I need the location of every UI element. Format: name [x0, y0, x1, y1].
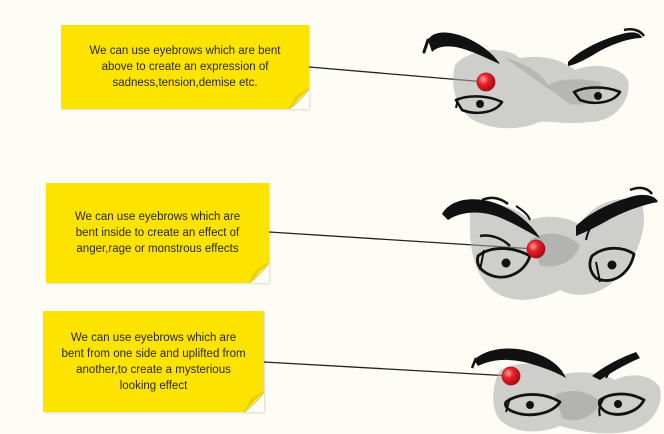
sketch-mysterious-eyes	[470, 348, 661, 434]
right-eyebrow-sad	[568, 32, 642, 66]
sketch-sad-eyes	[422, 28, 646, 129]
left-eye-sad	[454, 95, 504, 115]
shade-sad	[453, 49, 629, 129]
note-text-angry: We can use eyebrows which are bent insid…	[74, 211, 241, 255]
left-eyebrow-sad	[428, 32, 500, 64]
sticky-note-sad: We can use eyebrows which are bent above…	[61, 25, 309, 109]
marker-dot-1	[476, 72, 496, 92]
sticky-note-mysterious: We can use eyebrows which are bent from …	[43, 311, 264, 412]
sticky-note-angry: We can use eyebrows which are bent insid…	[46, 183, 269, 283]
note-fold-corner	[249, 263, 269, 283]
right-eyebrow-angry	[576, 194, 658, 236]
right-eye-sad	[572, 86, 622, 105]
marker-dot-2	[526, 239, 546, 259]
left-eye-angry	[476, 247, 532, 279]
note-fold-corner	[289, 89, 309, 109]
right-eyebrow-mysterious	[592, 352, 640, 380]
left-eyebrow-mysterious	[474, 348, 566, 378]
left-eyebrow-angry	[442, 199, 540, 238]
marker-dot-3	[501, 366, 521, 386]
note-text-sad: We can use eyebrows which are bent above…	[89, 45, 281, 89]
sketch-angry-eyes	[442, 186, 658, 300]
connector-line-3	[263, 361, 512, 377]
note-text-mysterious: We can use eyebrows which are bent from …	[61, 331, 246, 392]
note-fold-corner	[244, 392, 264, 412]
right-eye-angry	[588, 246, 636, 282]
